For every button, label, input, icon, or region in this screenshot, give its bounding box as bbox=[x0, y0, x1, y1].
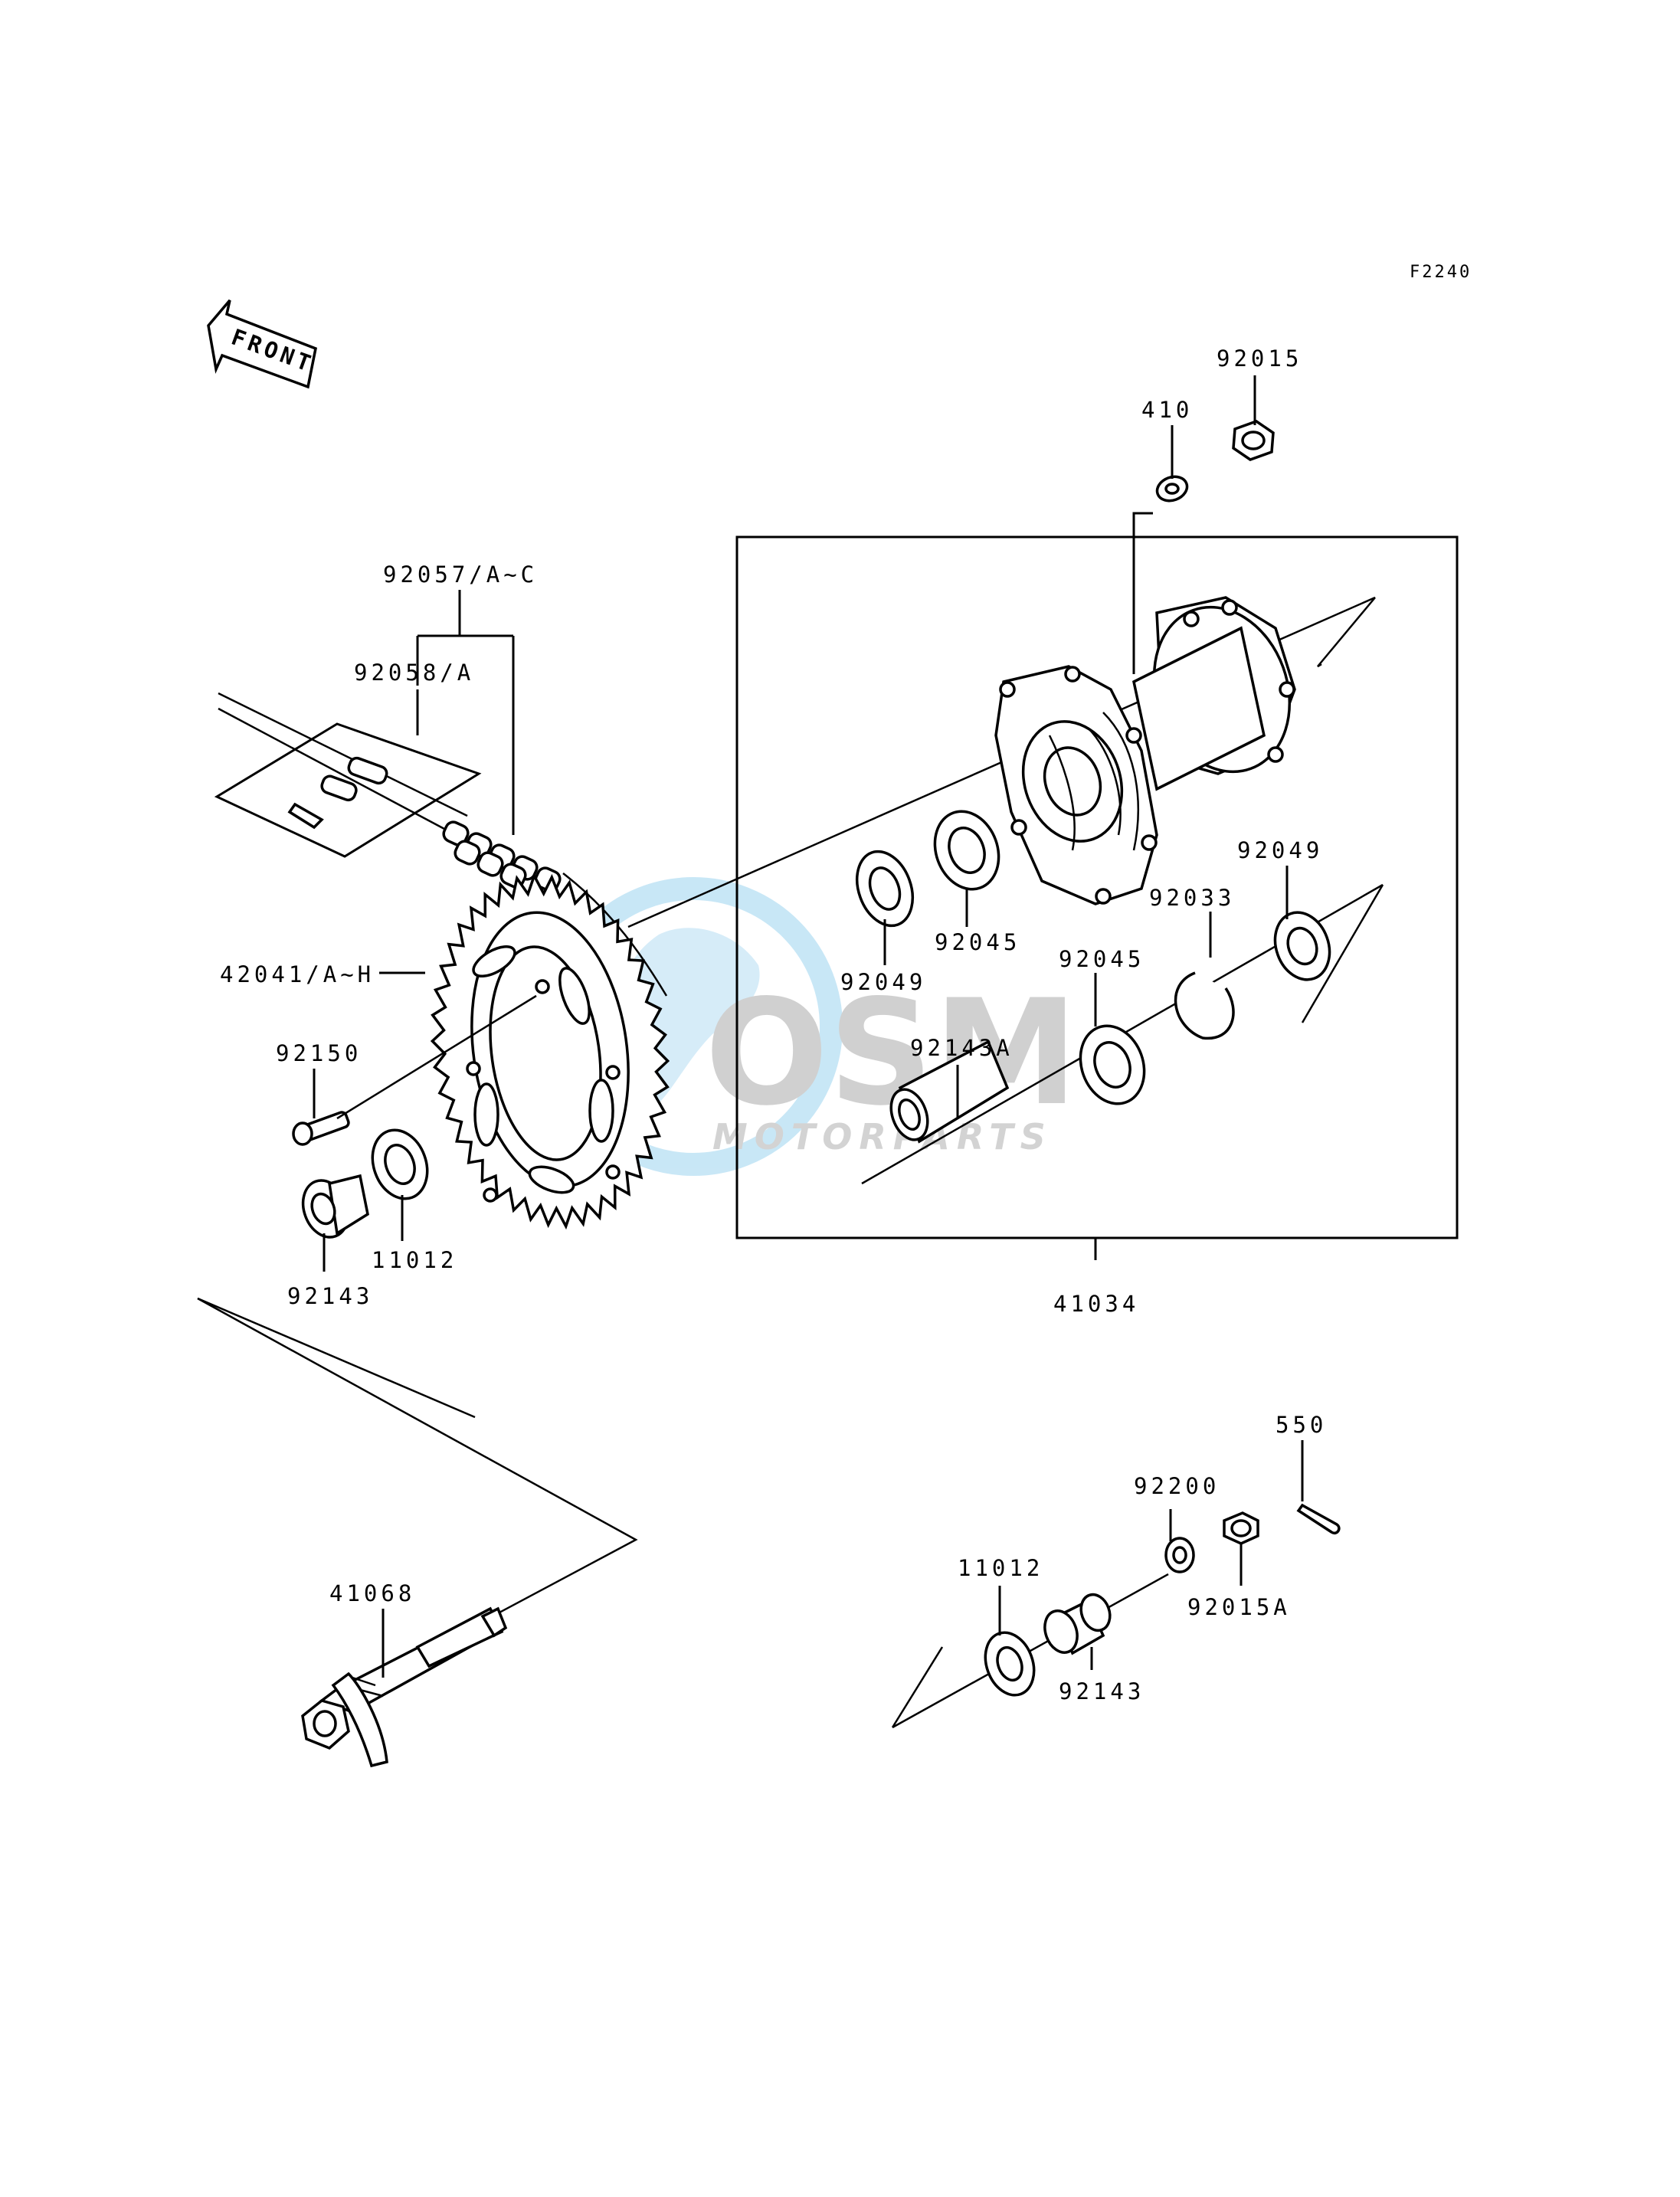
washer-92200 bbox=[1164, 1537, 1195, 1573]
label-92143-left: 92143 bbox=[287, 1283, 373, 1309]
label-92045-right: 92045 bbox=[1059, 946, 1145, 972]
label-92143A: 92143A bbox=[910, 1035, 1014, 1061]
label-11012-right: 11012 bbox=[958, 1555, 1043, 1581]
label-92150: 92150 bbox=[276, 1040, 362, 1066]
seal-92049-mid bbox=[856, 850, 914, 928]
label-410: 410 bbox=[1141, 397, 1193, 423]
spacer-92143A bbox=[889, 1040, 1010, 1144]
label-92200: 92200 bbox=[1134, 1473, 1220, 1499]
bolt-92150 bbox=[292, 994, 537, 1146]
axle-41068 bbox=[197, 1297, 638, 1768]
label-92033: 92033 bbox=[1149, 885, 1235, 911]
cotter-pin-550 bbox=[1296, 1503, 1341, 1534]
hub-41034 bbox=[994, 596, 1296, 905]
label-92143-right: 92143 bbox=[1059, 1678, 1145, 1704]
rear-sprocket bbox=[430, 872, 670, 1230]
nut-92015 bbox=[1232, 420, 1275, 461]
label-92045-mid: 92045 bbox=[935, 929, 1020, 955]
nut-92015A bbox=[1223, 1511, 1259, 1545]
label-92015: 92015 bbox=[1217, 345, 1302, 372]
master-link-kit bbox=[214, 722, 482, 858]
right-axle-parts bbox=[891, 1503, 1341, 1729]
label-11012-left: 11012 bbox=[372, 1247, 457, 1273]
hub-assembly-frame bbox=[735, 535, 1459, 1239]
sprocket-holes bbox=[466, 945, 621, 1203]
label-92058: 92058/A bbox=[354, 660, 474, 686]
part-labels: 92015 410 92057/A~C 92058/A 42041/A~H 92… bbox=[220, 345, 1327, 1704]
label-41034: 41034 bbox=[1053, 1291, 1139, 1317]
washer-410 bbox=[1155, 475, 1189, 503]
collar-92143-left bbox=[301, 1174, 369, 1239]
seal-11012-left bbox=[371, 1128, 429, 1200]
front-arrow-icon: FRONT bbox=[207, 299, 318, 389]
circlip-92033 bbox=[1174, 971, 1235, 1040]
watermark-subtitle: MOTORPARTS bbox=[712, 1116, 1053, 1157]
seal-11012-right bbox=[984, 1631, 1036, 1697]
label-92015A: 92015A bbox=[1187, 1594, 1291, 1620]
drive-chain bbox=[218, 692, 668, 1012]
label-92049-right: 92049 bbox=[1237, 837, 1323, 863]
label-41068: 41068 bbox=[329, 1580, 415, 1606]
collar-92143-right bbox=[1043, 1593, 1112, 1655]
figure-code: F2240 bbox=[1410, 263, 1472, 282]
label-42041: 42041/A~H bbox=[220, 961, 375, 987]
chain-links bbox=[442, 820, 562, 892]
leader-lines bbox=[313, 375, 1304, 1678]
label-92049-mid: 92049 bbox=[840, 969, 926, 995]
label-92057: 92057/A~C bbox=[383, 562, 538, 588]
bearing-92045-right bbox=[1079, 1024, 1146, 1105]
seal-92049-right bbox=[1273, 911, 1331, 981]
label-550: 550 bbox=[1276, 1412, 1327, 1438]
bearing-92045-mid bbox=[933, 810, 1000, 891]
